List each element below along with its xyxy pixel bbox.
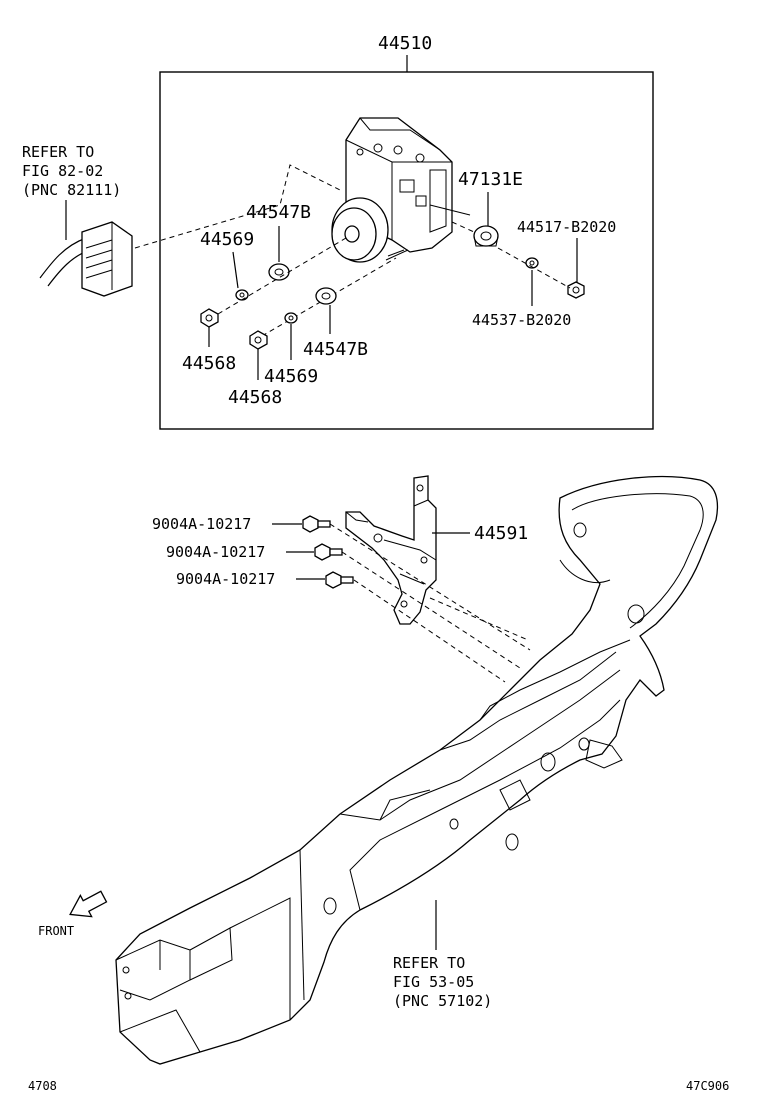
label-bolt-1: 9004A-10217 xyxy=(152,515,251,533)
refer-53-line1: REFER TO xyxy=(393,954,465,972)
front-arrow-icon xyxy=(69,890,108,918)
footer-right-code: 47C906 xyxy=(686,1079,729,1093)
harness-connector-illustration xyxy=(39,221,133,297)
leader-44569-top xyxy=(232,251,239,289)
label-44547B-top: 44547B xyxy=(246,202,311,223)
dash-lower-left xyxy=(261,257,397,337)
refer-82-line1: REFER TO xyxy=(22,143,94,161)
bolt-1-icon xyxy=(302,515,331,533)
refer-82-line3: (PNC 82111) xyxy=(22,181,121,199)
label-47131E: 47131E xyxy=(458,169,523,190)
refer-53-line3: (PNC 57102) xyxy=(393,992,492,1010)
dash-44517 xyxy=(497,247,571,289)
dash-47131E xyxy=(451,221,475,233)
nut-44568-top-icon xyxy=(200,308,219,328)
dash-bolt-3 xyxy=(353,579,506,683)
washer-44569-top-icon xyxy=(235,289,249,301)
connector-dash-line xyxy=(134,164,341,249)
label-44568-bottom: 44568 xyxy=(228,387,282,408)
nut-44568-bottom-icon xyxy=(249,330,268,350)
label-44537: 44537-B2020 xyxy=(472,311,571,329)
label-bolt-3: 9004A-10217 xyxy=(176,570,275,588)
nut-44517-icon xyxy=(567,281,585,299)
grommet-47131E-icon xyxy=(473,225,499,247)
refer-82-line2: FIG 82-02 xyxy=(22,162,103,180)
grommet-44547B-top-icon xyxy=(268,263,290,281)
footer-left-code: 4708 xyxy=(28,1079,57,1093)
label-44569-bottom: 44569 xyxy=(264,366,318,387)
abs-actuator-illustration xyxy=(331,117,471,263)
assembly-number-label: 44510 xyxy=(378,33,432,54)
bracket-44591-illustration xyxy=(345,475,437,625)
dash-bracket xyxy=(429,597,529,641)
label-44568-top: 44568 xyxy=(182,353,236,374)
washer-44569-bottom-icon xyxy=(284,312,298,324)
dash-bolt-1 xyxy=(329,523,531,651)
front-label: FRONT xyxy=(38,924,74,938)
label-44591: 44591 xyxy=(474,523,528,544)
side-member-illustration xyxy=(115,475,719,1065)
dash-upper-left xyxy=(217,237,347,315)
bolt-2-icon xyxy=(314,543,343,561)
assembly-frame xyxy=(159,71,654,430)
label-44547B-bottom: 44547B xyxy=(303,339,368,360)
label-44569-top: 44569 xyxy=(200,229,254,250)
label-44517: 44517-B2020 xyxy=(517,218,616,236)
label-bolt-2: 9004A-10217 xyxy=(166,543,265,561)
stud-lower xyxy=(387,249,405,257)
grommet-44547B-bottom-icon xyxy=(315,287,337,305)
refer-53-line2: FIG 53-05 xyxy=(393,973,474,991)
bolt-3-icon xyxy=(325,571,354,589)
